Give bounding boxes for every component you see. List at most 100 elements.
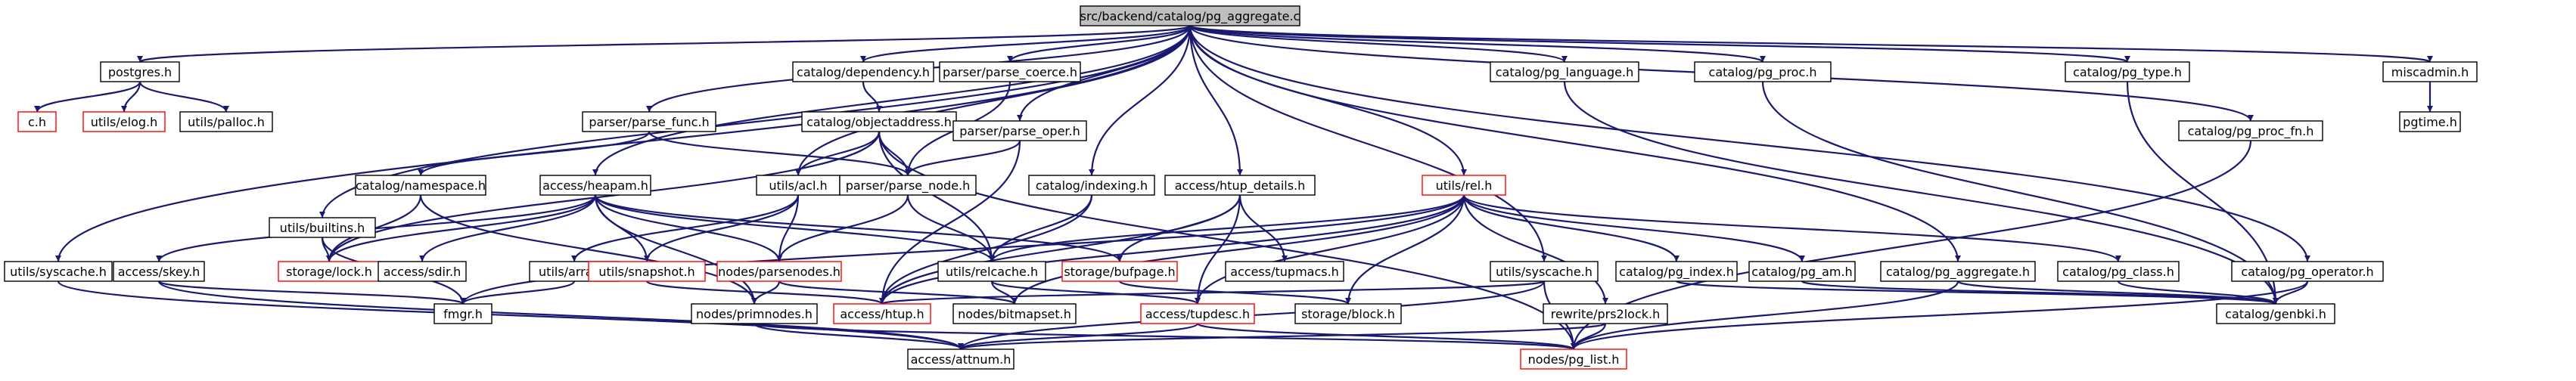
node-rewrite[interactable]: rewrite/prs2lock.h: [1543, 303, 1668, 324]
node-syscache-l[interactable]: utils/syscache.h: [4, 261, 113, 282]
node-indexing[interactable]: catalog/indexing.h: [1028, 175, 1155, 196]
edge-pg_aggregate-to-pg_list: [1571, 280, 1959, 350]
node-sdir[interactable]: access/sdir.h: [378, 261, 467, 282]
node-postgres[interactable]: postgres.h: [100, 61, 180, 82]
node-label: postgres.h: [108, 65, 172, 79]
node-primnodes[interactable]: nodes/primnodes.h: [691, 303, 818, 324]
node-label: nodes/pg_list.h: [1528, 352, 1620, 367]
node-tupmacs[interactable]: access/tupmacs.h: [1225, 261, 1344, 282]
node-relcache[interactable]: utils/relcache.h: [937, 261, 1046, 282]
node-label: fmgr.h: [443, 307, 483, 321]
node-pg-operator[interactable]: catalog/pg_operator.h: [2231, 261, 2384, 282]
node-parsenodes[interactable]: nodes/parsenodes.h: [716, 261, 842, 282]
node-label: utils/syscache.h: [10, 265, 107, 279]
node-rel[interactable]: utils/rel.h: [1422, 175, 1506, 196]
node-snapshot[interactable]: utils/snapshot.h: [588, 261, 706, 282]
node-label: parser/parse_node.h: [846, 178, 971, 194]
node-pg-am[interactable]: catalog/pg_am.h: [1748, 261, 1856, 282]
node-lock[interactable]: storage/lock.h: [278, 261, 381, 282]
edge-syscache_l-to-attnum: [57, 280, 964, 350]
node-acl[interactable]: utils/acl.h: [756, 175, 841, 196]
edge-htup_details-to-tupdesc: [1195, 194, 1241, 305]
node-c[interactable]: c.h: [17, 111, 57, 132]
edge-root-to-syscache_m: [1189, 25, 1547, 262]
node-tupdesc[interactable]: access/tupdesc.h: [1140, 303, 1255, 324]
node-box: [588, 261, 706, 282]
node-label: access/skey.h: [118, 265, 200, 279]
node-box: [2178, 120, 2323, 141]
edge-postgres-to-palloc: [138, 81, 229, 113]
edge-rel-to-block: [1345, 194, 1465, 305]
node-box: [1520, 348, 1627, 370]
node-label: utils/builtins.h: [280, 221, 365, 235]
node-label: catalog/indexing.h: [1036, 178, 1148, 193]
node-box: [1543, 303, 1668, 324]
node-label: pgtime.h: [2403, 115, 2457, 129]
node-htup[interactable]: access/htup.h: [833, 303, 931, 324]
node-label: src/backend/catalog/pg_aggregate.c: [1080, 9, 1300, 24]
node-bufpage[interactable]: storage/bufpage.h: [1061, 261, 1178, 282]
node-box: [952, 303, 1077, 324]
node-box: [2065, 61, 2190, 82]
edge-root-to-syscache_l: [55, 25, 1192, 262]
node-label: catalog/pg_am.h: [1751, 265, 1852, 280]
node-miscadmin[interactable]: miscadmin.h: [2382, 61, 2478, 82]
node-label: miscadmin.h: [2391, 65, 2469, 79]
edge-root-to-parse_oper: [1017, 25, 1192, 122]
node-fmgr[interactable]: fmgr.h: [433, 303, 493, 324]
node-parse-oper[interactable]: parser/parse_oper.h: [952, 120, 1087, 141]
node-label: catalog/pg_proc_fn.h: [2188, 124, 2314, 139]
edge-root-to-postgres: [137, 24, 1192, 64]
node-box: [1225, 261, 1344, 282]
node-box: [1164, 175, 1316, 196]
node-box: [691, 303, 818, 324]
node-pg-language[interactable]: catalog/pg_language.h: [1490, 61, 1639, 82]
node-builtins[interactable]: utils/builtins.h: [269, 217, 376, 238]
node-pg-class[interactable]: catalog/pg_class.h: [2057, 261, 2180, 282]
edge-parse_func-to-namespace: [418, 131, 651, 176]
edge-tupdesc-to-pg_list: [1196, 322, 1577, 351]
edge-rel-to-pg_class: [1462, 194, 2121, 262]
node-pgtime[interactable]: pgtime.h: [2399, 111, 2461, 132]
edge-root-to-pg_operator: [1189, 25, 2310, 262]
node-parse-coerce[interactable]: parser/parse_coerce.h: [939, 61, 1081, 82]
edge-rel-to-fmgr: [460, 194, 1465, 305]
node-parse-func[interactable]: parser/parse_func.h: [582, 111, 716, 132]
edge-pg_am-to-genbki: [1801, 280, 2279, 305]
node-block[interactable]: storage/block.h: [1294, 303, 1402, 324]
node-htup-details[interactable]: access/htup_details.h: [1164, 175, 1316, 196]
node-palloc[interactable]: utils/palloc.h: [179, 111, 273, 132]
node-box: [113, 261, 205, 282]
node-skey[interactable]: access/skey.h: [113, 261, 205, 282]
edge-dependency-to-objectaddress: [862, 81, 882, 113]
edge-root-to-indexing: [1089, 25, 1192, 176]
edge-heapam-to-primnodes: [594, 194, 757, 305]
node-label: catalog/pg_operator.h: [2241, 265, 2373, 280]
node-elog[interactable]: utils/elog.h: [82, 111, 166, 132]
edge-heapam-to-bufpage: [594, 194, 1123, 262]
node-dependency[interactable]: catalog/dependency.h: [792, 61, 934, 82]
node-genbki[interactable]: catalog/genbki.h: [2216, 303, 2335, 324]
node-pg-proc-fn[interactable]: catalog/pg_proc_fn.h: [2178, 120, 2323, 141]
node-heapam[interactable]: access/heapam.h: [539, 175, 651, 196]
node-label: access/htup_details.h: [1175, 178, 1306, 194]
edge-root-to-miscadmin: [1189, 24, 2433, 64]
edge-pg_operator-to-pg_list: [1571, 280, 2309, 350]
node-label: utils/palloc.h: [188, 115, 265, 129]
node-pg-list[interactable]: nodes/pg_list.h: [1520, 348, 1627, 370]
node-label: storage/lock.h: [286, 265, 372, 279]
node-box: [2216, 303, 2335, 324]
node-pg-aggregate[interactable]: catalog/pg_aggregate.h: [1880, 261, 2036, 282]
node-pg-type[interactable]: catalog/pg_type.h: [2065, 61, 2190, 82]
node-label: access/sdir.h: [384, 265, 461, 279]
node-parse-node[interactable]: parser/parse_node.h: [839, 175, 977, 196]
node-namespace[interactable]: catalog/namespace.h: [355, 175, 486, 196]
node-pg-proc[interactable]: catalog/pg_proc.h: [1694, 61, 1832, 82]
node-pg-index[interactable]: catalog/pg_index.h: [1615, 261, 1738, 282]
node-label: catalog/dependency.h: [797, 65, 930, 79]
node-attnum[interactable]: access/attnum.h: [907, 348, 1015, 370]
node-syscache-m[interactable]: utils/syscache.h: [1490, 261, 1599, 282]
node-bitmapset[interactable]: nodes/bitmapset.h: [952, 303, 1077, 324]
node-objectaddress[interactable]: catalog/objectaddress.h: [801, 111, 957, 132]
